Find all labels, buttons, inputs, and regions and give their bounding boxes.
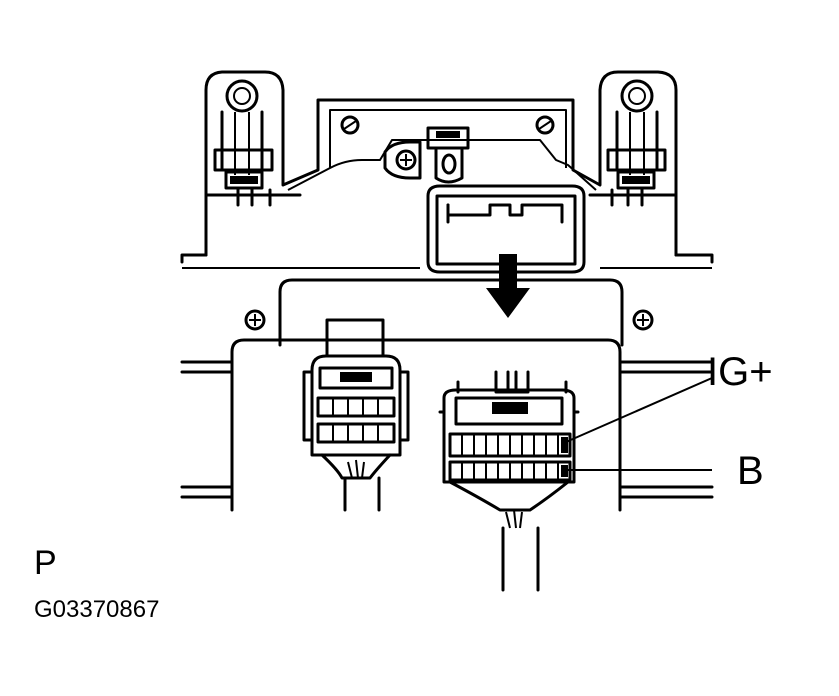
left-bracket xyxy=(213,79,274,207)
upper-assembly xyxy=(180,70,714,269)
screw-icon-left xyxy=(244,309,266,331)
right-connector xyxy=(438,370,580,592)
top-clip xyxy=(426,126,470,184)
ig-plus-terminal-label: IG+ xyxy=(707,350,773,394)
figure-code-label: G03370867 xyxy=(34,596,160,623)
ig-plus-leader-line xyxy=(565,377,713,443)
right-bracket xyxy=(606,79,667,207)
view-letter-label: P xyxy=(34,544,57,582)
screw-icon-right xyxy=(632,309,654,331)
arrow-down-icon xyxy=(486,254,530,318)
left-connector xyxy=(302,318,410,512)
b-terminal-label: B xyxy=(737,449,764,493)
lower-assembly xyxy=(180,278,714,512)
screw-icon-top-right xyxy=(535,115,555,135)
screw-icon-center xyxy=(383,140,422,180)
upper-connector-socket xyxy=(426,184,586,274)
screw-icon-top-left xyxy=(340,115,360,135)
